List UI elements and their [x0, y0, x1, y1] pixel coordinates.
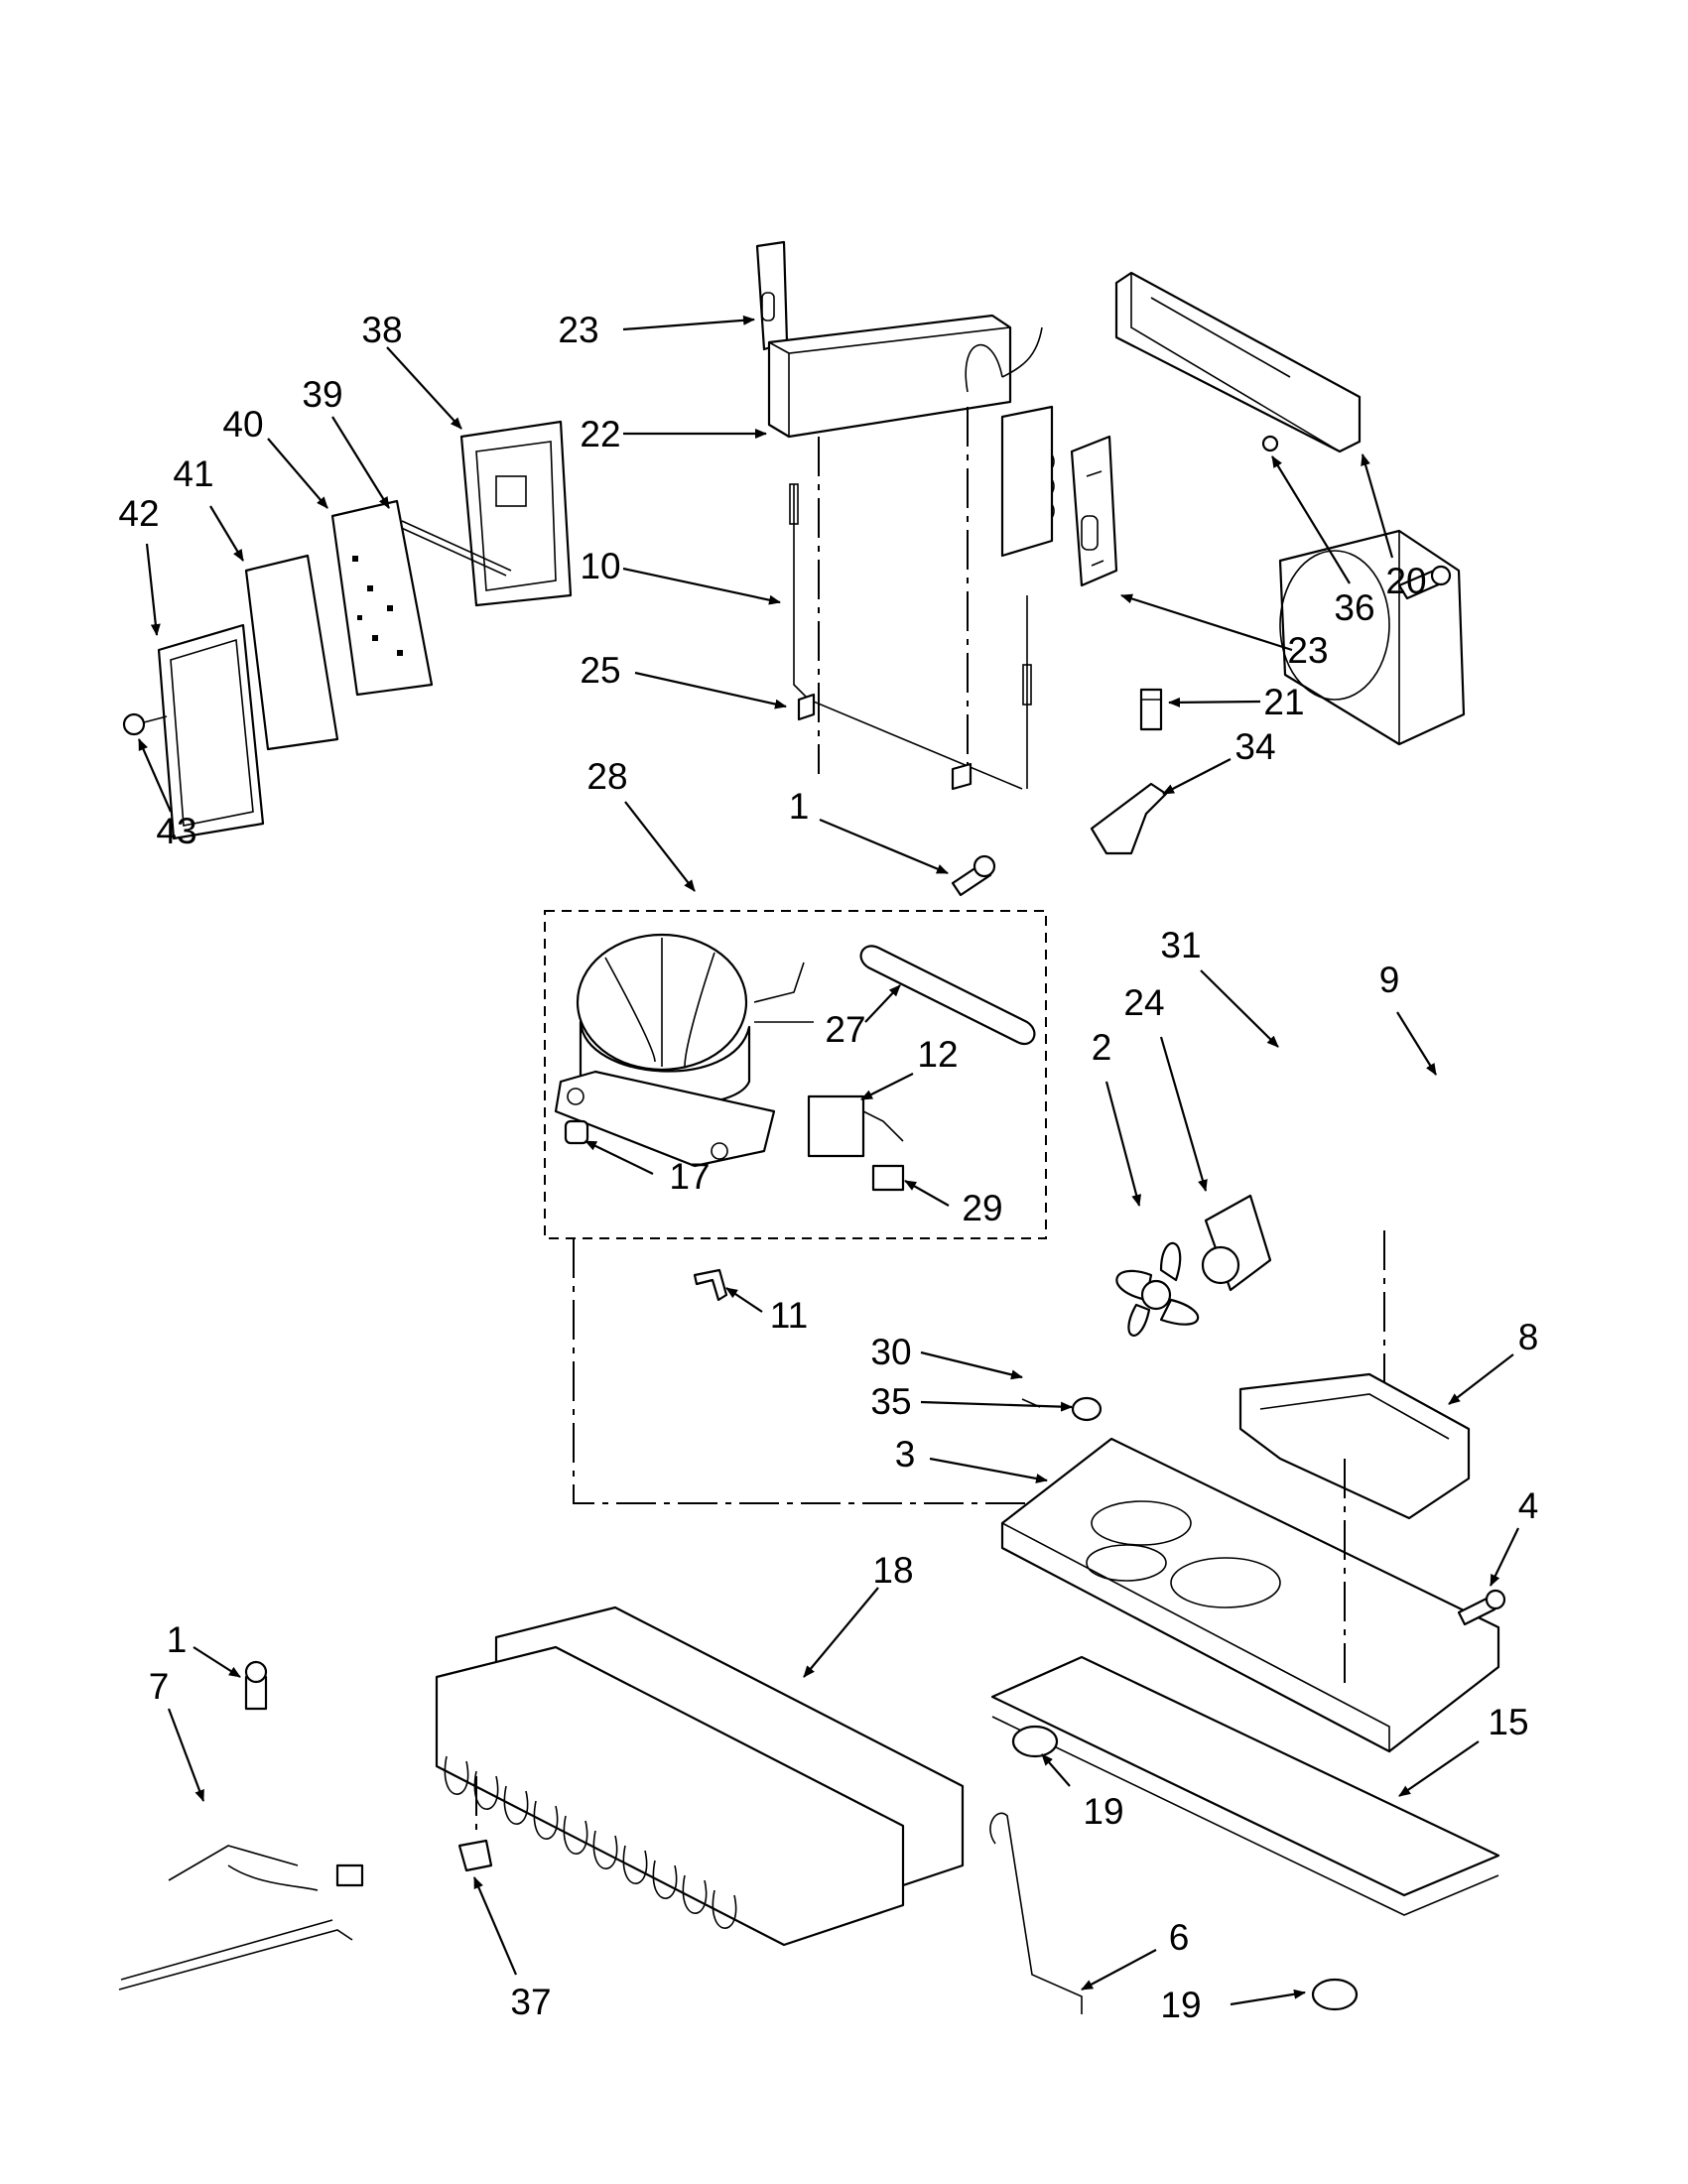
callout-19-upper: 19	[1083, 1791, 1123, 1832]
control-assembly	[122, 420, 573, 840]
callout-42: 42	[118, 493, 159, 534]
callout-30: 30	[870, 1332, 911, 1372]
callout-27: 27	[825, 1009, 865, 1050]
leader-lines	[137, 315, 1519, 2006]
callout-1-screw: 1	[789, 786, 810, 827]
callout-3: 3	[895, 1434, 916, 1475]
evaporator-bracket-right	[1070, 435, 1118, 587]
callout-12: 12	[917, 1034, 958, 1075]
screw-and-bracket	[1090, 435, 1279, 855]
machine-base	[1000, 1372, 1506, 1753]
condenser-clip	[457, 1839, 493, 1872]
callout-18: 18	[872, 1550, 913, 1591]
callout-9: 9	[1379, 960, 1400, 1000]
evaporator-cover	[1114, 271, 1362, 453]
condenser-fan-group	[1115, 529, 1466, 1399]
callout-34: 34	[1234, 726, 1275, 767]
callout-23-right: 23	[1287, 630, 1328, 671]
condenser-coil	[435, 1606, 965, 1947]
callout-43: 43	[156, 811, 196, 851]
callout-39: 39	[302, 374, 342, 415]
callout-11: 11	[770, 1295, 808, 1336]
callout-17: 17	[669, 1156, 710, 1197]
callout-1-harness: 1	[167, 1619, 188, 1660]
callout-19-lower: 19	[1160, 1985, 1201, 2025]
callout-22: 22	[580, 414, 620, 454]
callout-2: 2	[1092, 1027, 1112, 1068]
callout-6: 6	[1169, 1917, 1190, 1958]
callout-8: 8	[1518, 1317, 1539, 1357]
callout-7: 7	[149, 1666, 170, 1707]
callout-40: 40	[222, 404, 263, 445]
evaporator-assembly	[755, 240, 1055, 791]
callout-23-top: 23	[558, 310, 598, 350]
callout-28: 28	[586, 756, 627, 797]
callout-41: 41	[173, 453, 213, 494]
callout-29: 29	[962, 1188, 1002, 1228]
compressor-group	[544, 854, 1072, 1504]
callout-20: 20	[1385, 561, 1426, 601]
callout-4: 4	[1518, 1485, 1539, 1526]
callout-24: 24	[1123, 982, 1164, 1023]
callout-37: 37	[510, 1982, 551, 2022]
callout-10: 10	[580, 546, 620, 586]
callout-31: 31	[1160, 925, 1201, 965]
callout-38: 38	[361, 310, 402, 350]
callout-15: 15	[1488, 1702, 1528, 1742]
callout-labels: 23 22 10 25 23 36 20 21 34 38 39 40 41 4…	[118, 310, 1538, 2025]
callout-25: 25	[580, 650, 620, 691]
callout-35: 35	[870, 1381, 911, 1422]
base-panel	[989, 1655, 1500, 2014]
wire-harness	[118, 1660, 364, 1991]
callout-36: 36	[1334, 587, 1374, 628]
clip-part	[693, 1268, 728, 1302]
callout-21: 21	[1263, 682, 1304, 722]
